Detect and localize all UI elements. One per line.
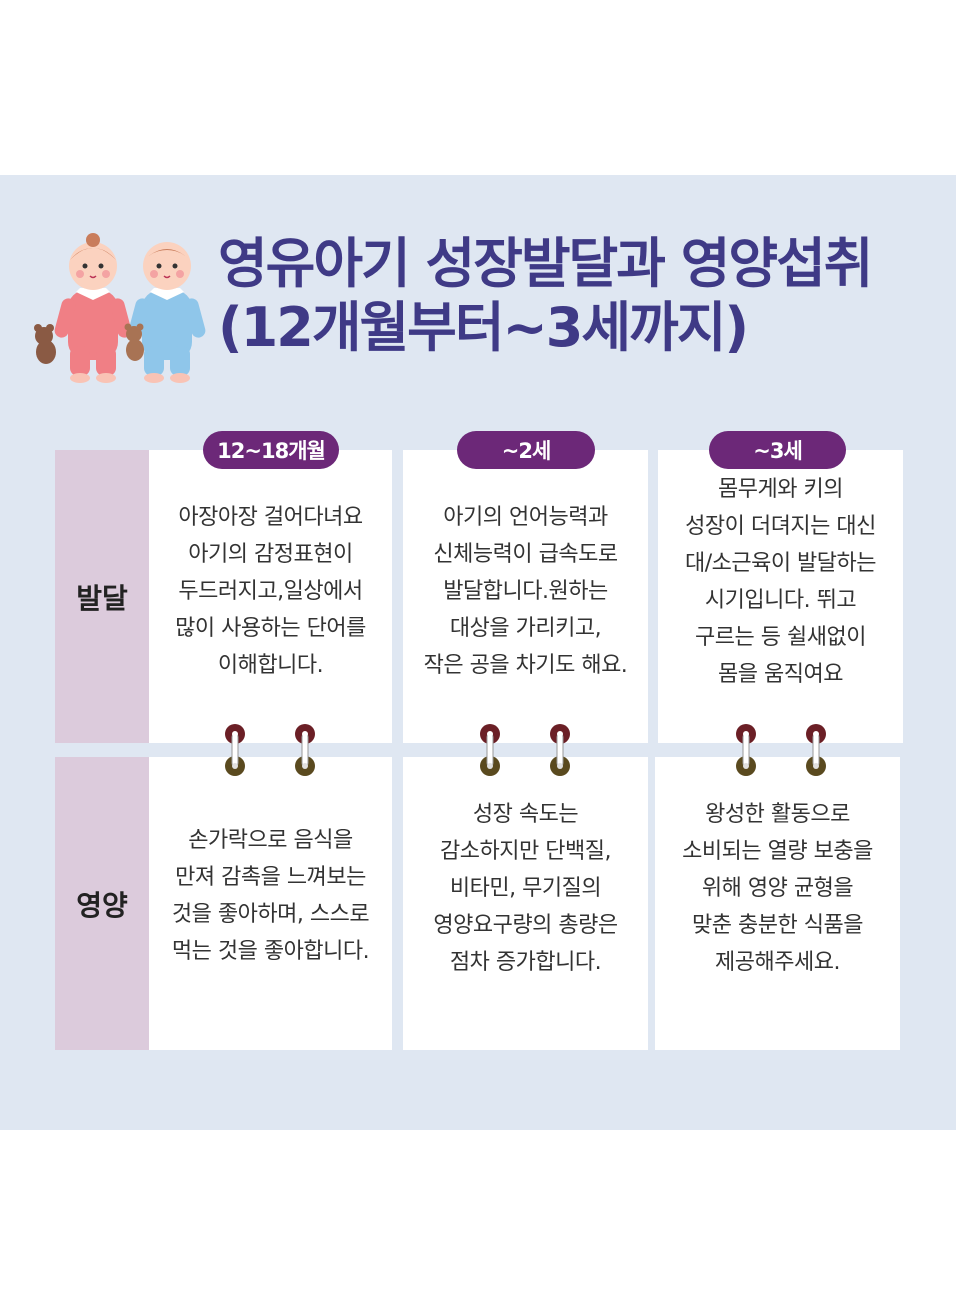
row-label-development: 발달 xyxy=(55,450,149,743)
binder-ring-icon xyxy=(224,723,246,777)
girl-baby-icon xyxy=(34,233,132,383)
card-development-3: 몸무게와 키의 성장이 더뎌지는 대신 대/소근육이 발달하는 시기입니다. 뛰… xyxy=(658,450,903,743)
title-line-1: 영유아기 성장발달과 영양섭취 xyxy=(218,232,873,295)
title-line-2: (12개월부터~3세까지) xyxy=(218,296,749,359)
binder-ring-icon xyxy=(549,723,571,777)
age-pill-2: ~2세 xyxy=(457,431,595,469)
card-text: 아기의 언어능력과 신체능력이 급속도로 발달합니다.원하는 대상을 가리키고,… xyxy=(423,505,628,678)
card-nutrition-3: 왕성한 활동으로 소비되는 열량 보충을 위해 영양 균형을 맞춘 충분한 식품… xyxy=(655,757,900,1050)
binder-ring-icon xyxy=(805,723,827,777)
card-text: 손가락으로 음식을 만져 감촉을 느껴보는 것을 좋아하며, 스스로 먹는 것을… xyxy=(171,827,370,964)
card-text: 몸무게와 키의 성장이 더뎌지는 대신 대/소근육이 발달하는 시기입니다. 뛰… xyxy=(684,476,877,687)
page-title: 영유아기 성장발달과 영양섭취 (12개월부터~3세까지) xyxy=(218,232,938,360)
card-nutrition-2: 성장 속도는 감소하지만 단백질, 비타민, 무기질의 영양요구량의 총량은 점… xyxy=(403,757,648,1050)
binder-ring-icon xyxy=(735,723,757,777)
binder-ring-icon xyxy=(294,723,316,777)
age-pill-3: ~3세 xyxy=(709,431,846,469)
babies-illustration xyxy=(34,233,206,383)
card-text: 왕성한 활동으로 소비되는 열량 보충을 위해 영양 균형을 맞춘 충분한 식품… xyxy=(682,802,873,975)
age-pill-12-18: 12~18개월 xyxy=(203,431,339,469)
boy-baby-icon xyxy=(124,242,206,383)
card-development-12-18: 아장아장 걸어다녀요 아기의 감정표현이 두드러지고,일상에서 많이 사용하는 … xyxy=(149,450,392,743)
binder-ring-icon xyxy=(479,723,501,777)
card-text: 아장아장 걸어다녀요 아기의 감정표현이 두드러지고,일상에서 많이 사용하는 … xyxy=(175,505,366,678)
card-development-2: 아기의 언어능력과 신체능력이 급속도로 발달합니다.원하는 대상을 가리키고,… xyxy=(403,450,648,743)
row-label-nutrition: 영양 xyxy=(55,757,149,1050)
card-text: 성장 속도는 감소하지만 단백질, 비타민, 무기질의 영양요구량의 총량은 점… xyxy=(433,802,618,975)
card-nutrition-12-18: 손가락으로 음식을 만져 감촉을 느껴보는 것을 좋아하며, 스스로 먹는 것을… xyxy=(149,757,392,1050)
